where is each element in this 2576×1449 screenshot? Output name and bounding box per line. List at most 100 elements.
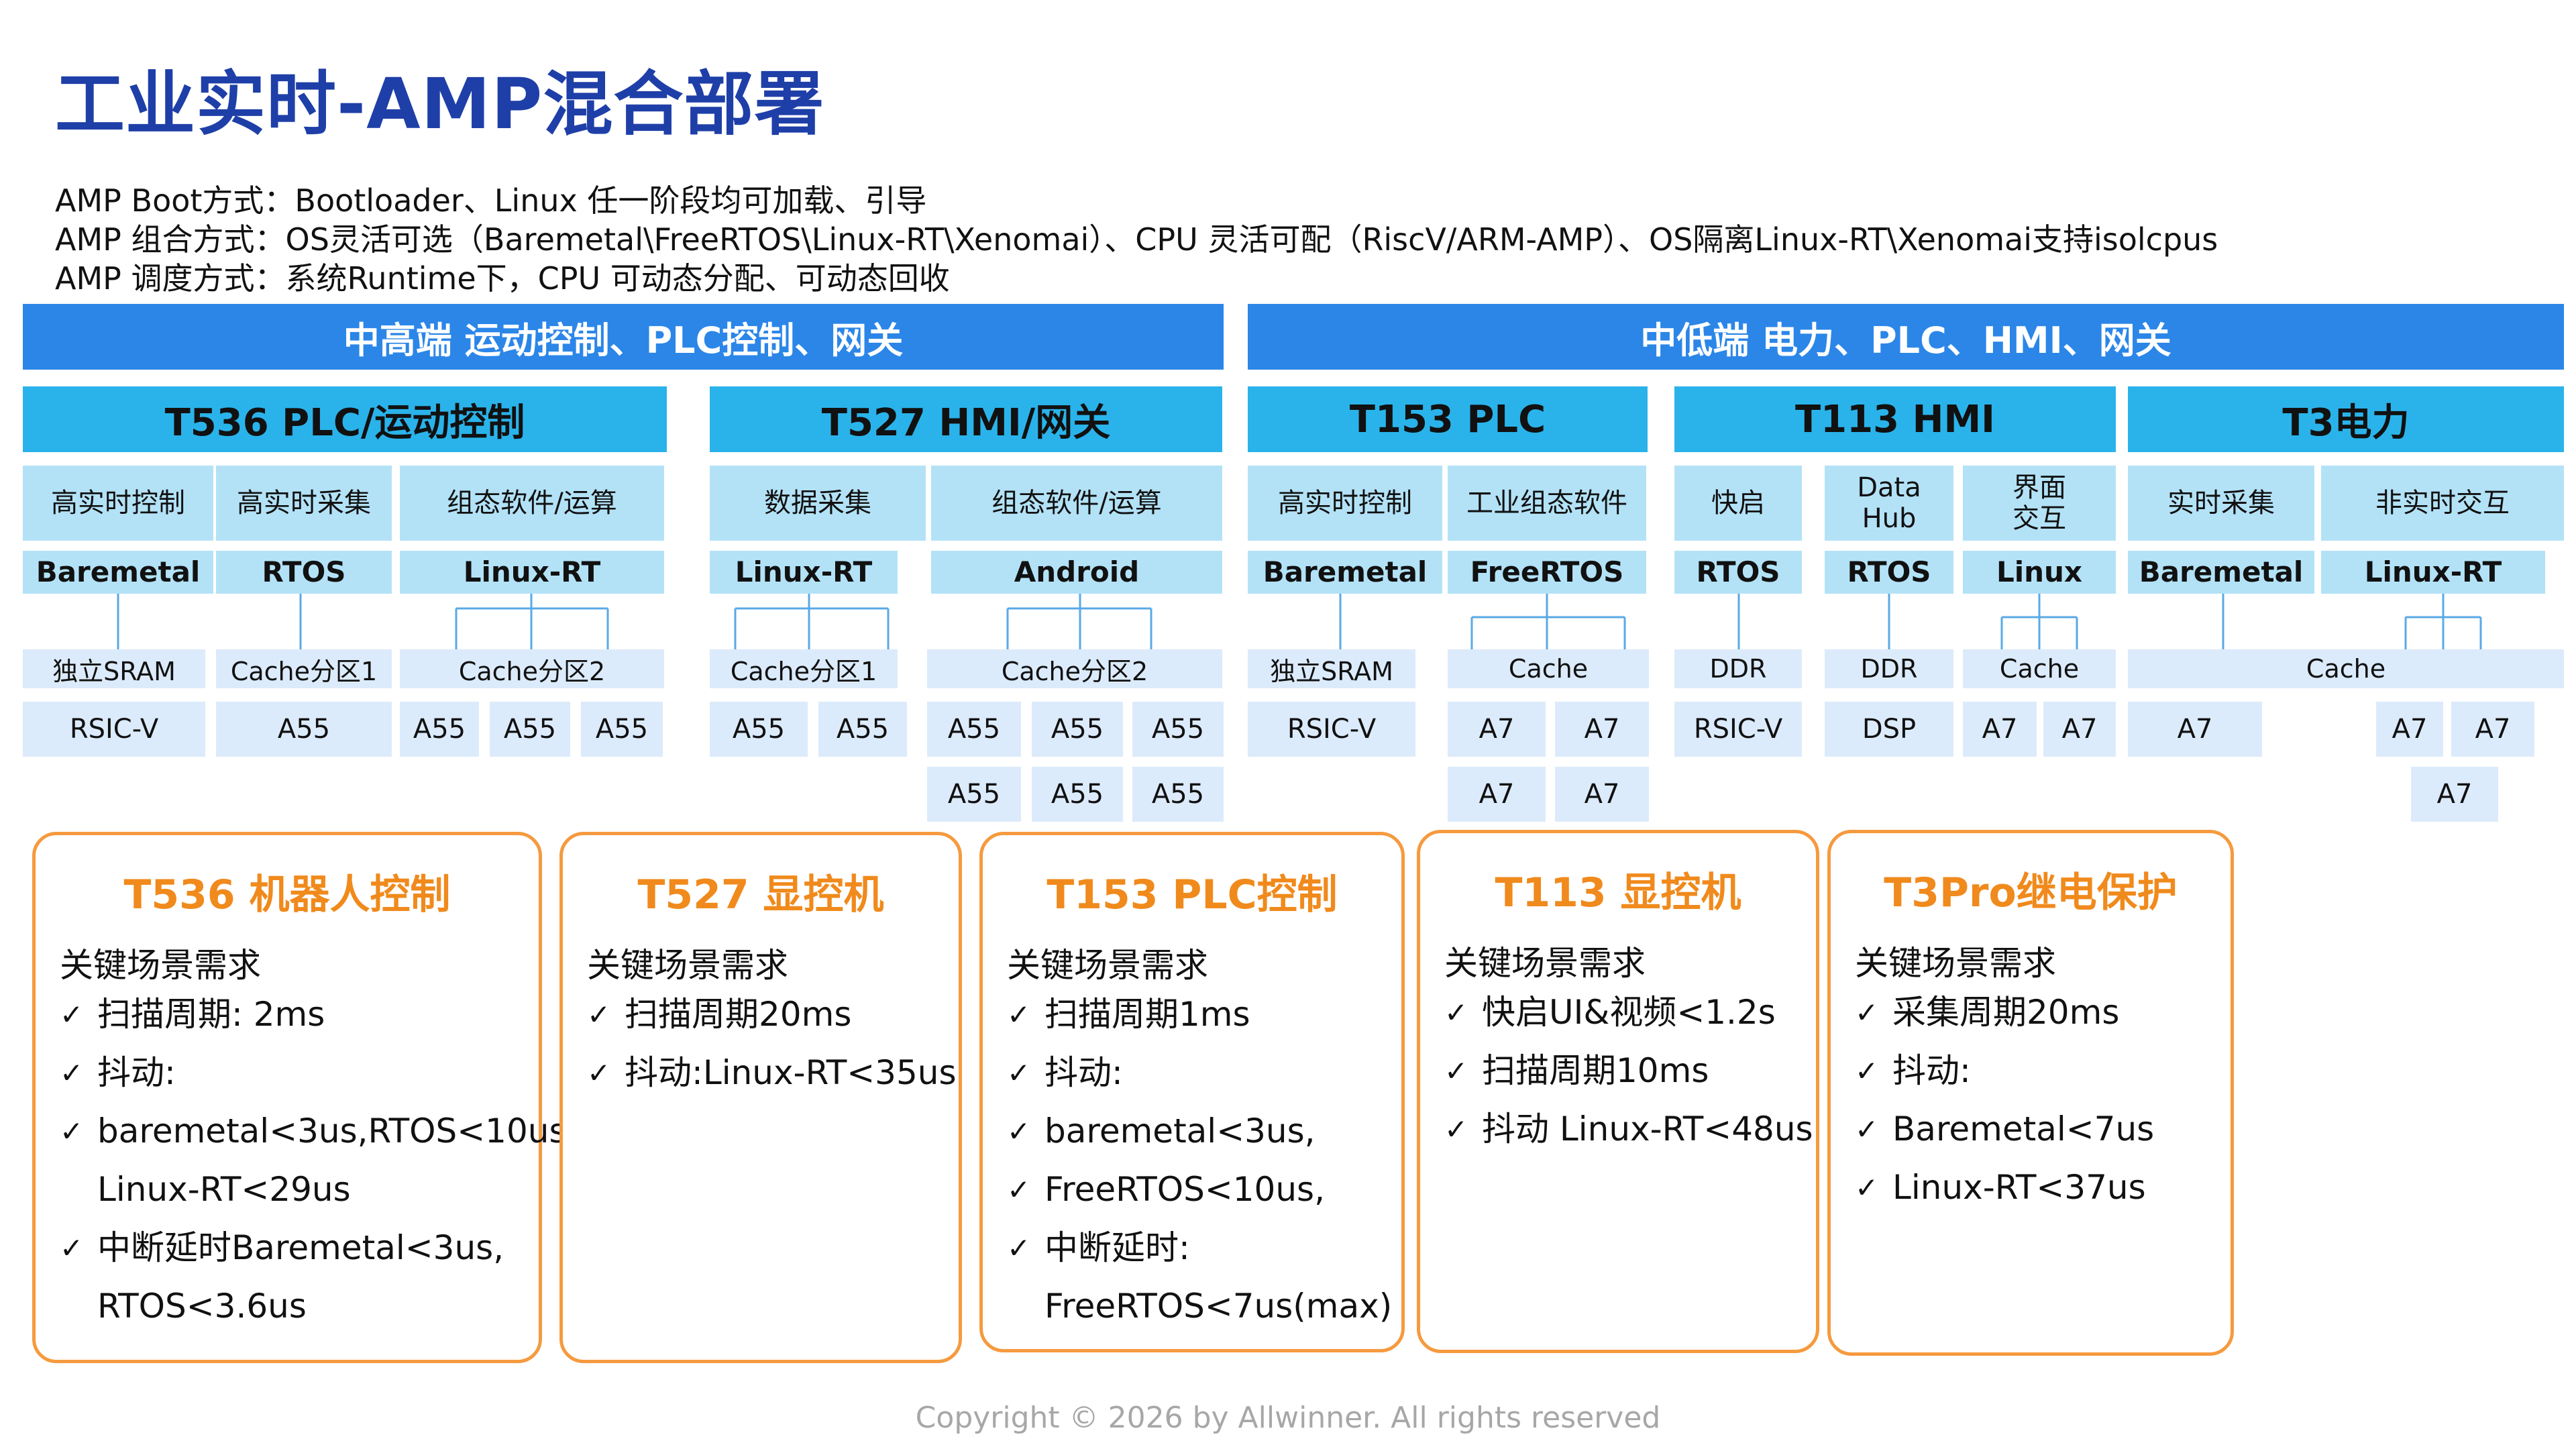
chip-t153: T153 PLC — [1248, 386, 1648, 452]
card-title: T536 机器人控制 — [123, 871, 451, 918]
memory-cell: Cache分区2 — [400, 649, 664, 688]
core-cell: A7 — [2043, 702, 2116, 757]
card-heading: 关键场景需求 — [60, 946, 261, 985]
core-cell: DSP — [1825, 702, 1953, 757]
card-heading: 关键场景需求 — [587, 946, 788, 985]
os-tile: RTOS — [216, 551, 392, 594]
requirement-item: 抖动: — [1855, 1042, 2224, 1100]
requirement-item: FreeRTOS<10us, — [1007, 1161, 1395, 1219]
card-t153: T153 PLC控制关键场景需求扫描周期1ms抖动:baremetal<3us,… — [979, 832, 1405, 1352]
os-tile: Baremetal — [1248, 551, 1442, 594]
core-cell: A55 — [818, 702, 907, 757]
card-heading: 关键场景需求 — [1007, 946, 1208, 985]
core-cell: A55 — [927, 702, 1021, 757]
chip-t3: T3电力 — [2128, 386, 2564, 452]
chip-t536: T536 PLC/运动控制 — [23, 386, 667, 452]
requirement-item: 快启UI&视频<1.2s — [1444, 983, 1809, 1042]
role-tile: 界面 交互 — [1963, 466, 2116, 541]
requirement-item: 中断延时Baremetal<3us, — [60, 1219, 532, 1277]
intro-line-schedule: AMP 调度方式：系统Runtime下，CPU 可动态分配、可动态回收 — [55, 260, 950, 297]
core-cell: A7 — [2376, 702, 2443, 757]
wire-t113-cache — [2000, 594, 2078, 649]
core-cell: A7 — [1555, 767, 1649, 822]
core-cell: A55 — [581, 702, 663, 757]
card-title: T113 显控机 — [1495, 869, 1741, 916]
core-cell: A55 — [490, 702, 570, 757]
intro-line-combo: AMP 组合方式：OS灵活可选（Baremetal\FreeRTOS\Linux… — [55, 221, 2218, 258]
card-title: T527 显控机 — [637, 871, 884, 918]
core-cell: A55 — [927, 767, 1021, 822]
core-cell: A55 — [1132, 702, 1224, 757]
role-tile: 高实时控制 — [1248, 466, 1442, 541]
wire-t536-cache2 — [455, 594, 609, 649]
os-tile: Linux — [1963, 551, 2116, 594]
requirement-item: 扫描周期1ms — [1007, 985, 1395, 1044]
core-cell: A7 — [1963, 702, 2037, 757]
card-heading: 关键场景需求 — [1444, 944, 1646, 983]
requirement-continuation: RTOS<3.6us — [97, 1287, 307, 1326]
card-t3pro: T3Pro继电保护关键场景需求采集周期20ms抖动:Baremetal<7usL… — [1827, 830, 2234, 1356]
banner-low-end: 中低端 电力、PLC、HMI、网关 — [1248, 304, 2564, 370]
wire-t153-cache — [1470, 594, 1626, 649]
requirement-item: Baremetal<7us — [1855, 1100, 2224, 1159]
memory-cell: Cache分区2 — [927, 649, 1222, 688]
memory-cell: Cache分区1 — [710, 649, 898, 688]
wire-t527-cache2 — [1006, 594, 1152, 649]
role-tile: Data Hub — [1825, 466, 1953, 541]
memory-cell: 独立SRAM — [1248, 649, 1415, 688]
core-cell: RSIC-V — [23, 702, 205, 757]
requirement-item: 扫描周期: 2ms — [60, 985, 532, 1044]
memory-cell: Cache分区1 — [216, 649, 392, 688]
requirement-continuation: Linux-RT<29us — [97, 1170, 351, 1209]
os-tile: Baremetal — [23, 551, 213, 594]
core-cell: RSIC-V — [1674, 702, 1802, 757]
card-heading: 关键场景需求 — [1855, 944, 2056, 983]
requirement-item: 扫描周期10ms — [1444, 1042, 1809, 1100]
requirement-list: 扫描周期20ms抖动:Linux-RT<35us — [587, 985, 957, 1102]
os-tile: RTOS — [1674, 551, 1802, 594]
memory-cell: DDR — [1825, 649, 1953, 688]
requirement-item: 抖动 Linux-RT<48us — [1444, 1100, 1813, 1159]
card-t536: T536 机器人控制关键场景需求扫描周期: 2ms抖动:baremetal<3u… — [32, 832, 577, 1363]
role-tile: 数据采集 — [710, 466, 926, 541]
role-tile: 高实时控制 — [23, 466, 213, 541]
requirement-list: 采集周期20ms抖动:Baremetal<7usLinux-RT<37us — [1855, 983, 2224, 1217]
core-cell: A7 — [1448, 767, 1546, 822]
card-t527: T527 显控机关键场景需求扫描周期20ms抖动:Linux-RT<35us — [559, 832, 962, 1363]
card-t113: T113 显控机关键场景需求快启UI&视频<1.2s扫描周期10ms抖动 Lin… — [1417, 830, 1819, 1353]
requirement-item: 采集周期20ms — [1855, 983, 2224, 1042]
role-tile: 高实时采集 — [216, 466, 392, 541]
core-cell: A55 — [400, 702, 479, 757]
page-title: 工业实时-AMP混合部署 — [55, 63, 825, 145]
os-tile: Linux-RT — [400, 551, 664, 594]
copyright: Copyright © 2026 by Allwinner. All right… — [915, 1401, 1661, 1435]
core-cell: A7 — [1448, 702, 1546, 757]
core-cell: A7 — [1555, 702, 1649, 757]
core-cell: A7 — [2451, 702, 2534, 757]
role-tile: 组态软件/运算 — [931, 466, 1222, 541]
banner-high-end: 中高端 运动控制、PLC控制、网关 — [23, 304, 1224, 370]
requirement-item: 扫描周期20ms — [587, 985, 952, 1044]
chip-t527: T527 HMI/网关 — [710, 386, 1222, 452]
core-cell: A7 — [2411, 767, 2498, 822]
wire-t3-cache2 — [2404, 594, 2482, 649]
role-tile: 工业组态软件 — [1448, 466, 1646, 541]
memory-cell: Cache — [1448, 649, 1649, 688]
memory-cell: DDR — [1674, 649, 1802, 688]
requirement-item: 抖动: — [60, 1044, 532, 1102]
core-cell: A55 — [216, 702, 392, 757]
requirement-item: 抖动: — [1007, 1044, 1395, 1102]
core-cell: A7 — [2128, 702, 2262, 757]
memory-cell: 独立SRAM — [23, 649, 205, 688]
os-tile: Linux-RT — [710, 551, 898, 594]
requirement-item: Linux-RT<37us — [1855, 1159, 2224, 1217]
requirement-item: 抖动:Linux-RT<35us — [587, 1044, 957, 1102]
role-tile: 实时采集 — [2128, 466, 2314, 541]
requirement-list: 扫描周期: 2ms抖动:baremetal<3us,RTOS<10us,Linu… — [60, 985, 577, 1336]
os-tile: FreeRTOS — [1448, 551, 1646, 594]
core-cell: A55 — [1132, 767, 1224, 822]
role-tile: 快启 — [1674, 466, 1802, 541]
requirement-item: 中断延时: — [1007, 1219, 1395, 1277]
core-cell: RSIC-V — [1248, 702, 1415, 757]
